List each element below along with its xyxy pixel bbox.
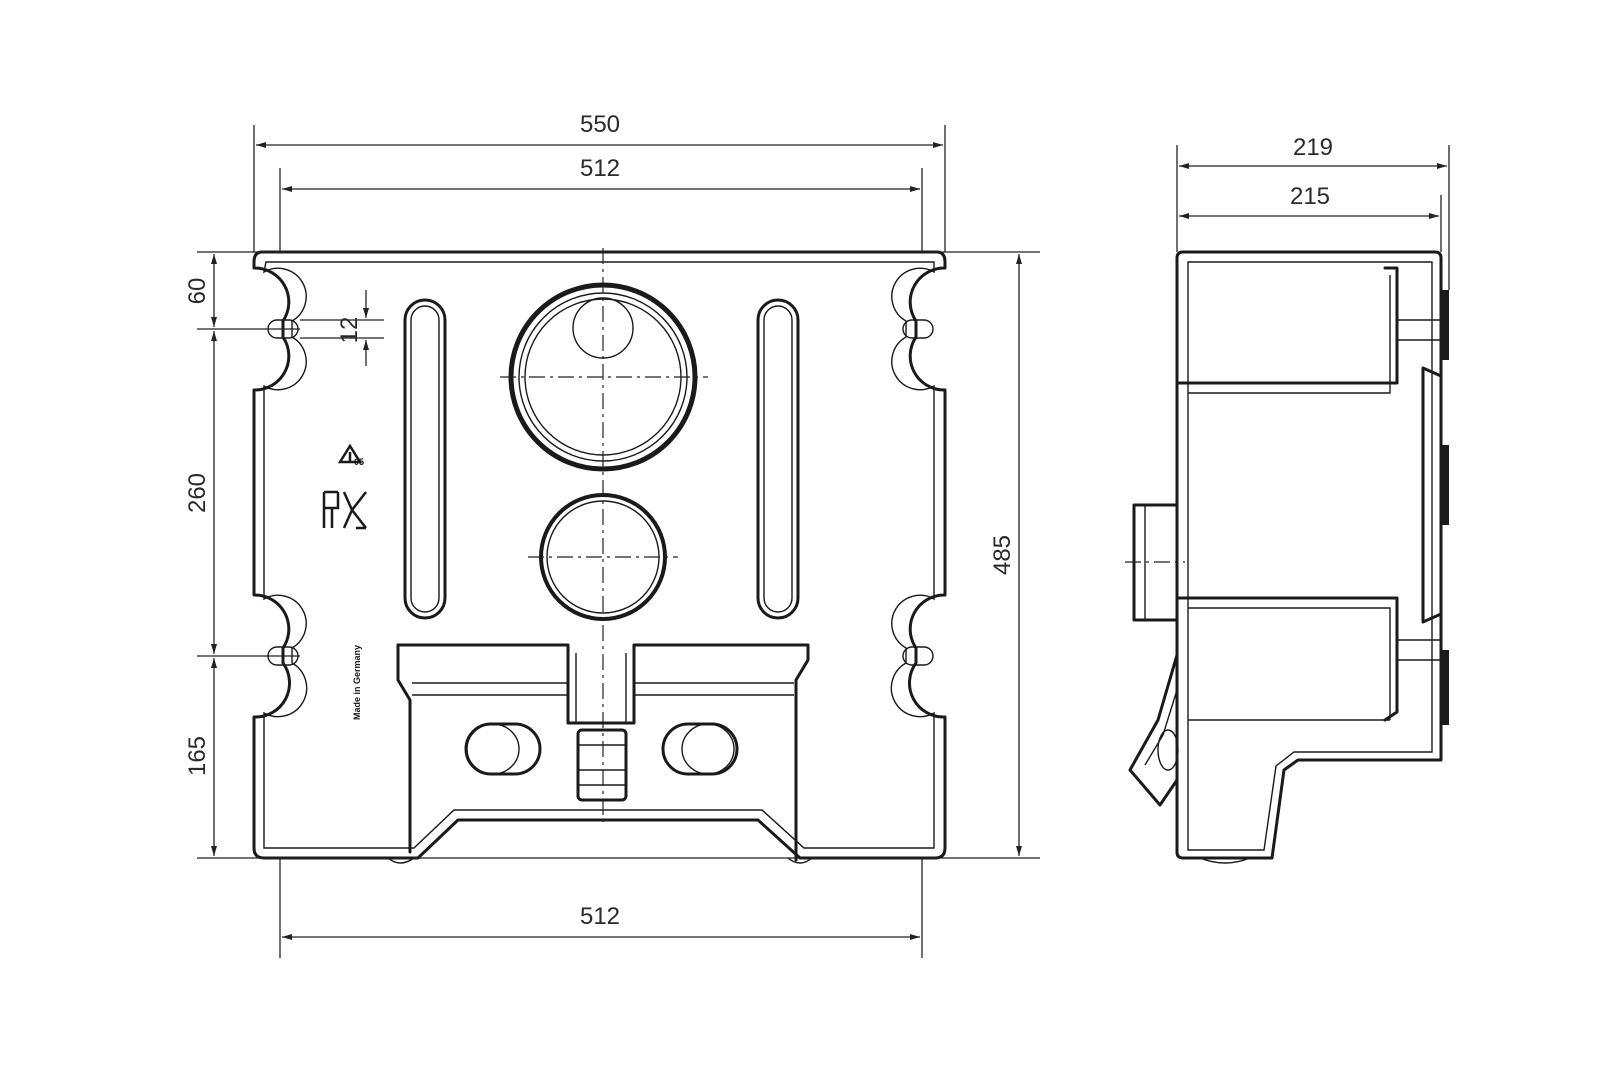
side-foot bbox=[1199, 857, 1251, 864]
groove-left bbox=[403, 298, 447, 620]
made-in-label: Made in Germany bbox=[352, 645, 362, 720]
plug-right bbox=[661, 722, 739, 776]
groove-right-inner bbox=[763, 305, 793, 613]
side-view: 219 215 bbox=[1125, 134, 1450, 864]
side-body-outline bbox=[1175, 250, 1443, 860]
plug-left bbox=[464, 722, 542, 776]
side-outlet bbox=[1128, 653, 1179, 807]
dim-overall-width: 550 bbox=[580, 111, 620, 138]
side-lower-recess bbox=[1175, 596, 1399, 722]
tank-inner-outline bbox=[263, 261, 935, 849]
rear-tab-top bbox=[1441, 290, 1449, 360]
side-upper-recess bbox=[1175, 266, 1399, 385]
side-lower-recess-2 bbox=[1188, 607, 1391, 720]
side-back-channel bbox=[1421, 366, 1443, 624]
side-outlet-cap bbox=[1157, 729, 1179, 771]
dim-lower-height: 165 bbox=[184, 736, 211, 776]
dim-overall-depth: 219 bbox=[1293, 134, 1333, 161]
dim-overall-height: 485 bbox=[989, 535, 1016, 575]
brand-logo-icon bbox=[322, 490, 367, 530]
lower-panel-left bbox=[396, 643, 412, 854]
dim-body-depth: 215 bbox=[1290, 183, 1330, 210]
dim-inner-width-bottom: 512 bbox=[580, 903, 620, 930]
tank-outline bbox=[252, 250, 947, 860]
foot-left bbox=[387, 857, 415, 864]
outlet-spout bbox=[576, 728, 628, 802]
slot-top-right bbox=[902, 319, 934, 339]
side-body-inner bbox=[1187, 261, 1433, 851]
rear-tab-middle bbox=[1441, 445, 1449, 525]
dim-inner-width-top: 512 bbox=[580, 155, 620, 182]
groove-right bbox=[756, 298, 800, 620]
svg-text:05: 05 bbox=[354, 457, 364, 467]
groove-left-inner bbox=[410, 305, 440, 613]
front-view: 05 Made in Germany 550 512 512 60 260 bbox=[184, 111, 1040, 958]
lower-panel bbox=[396, 643, 810, 862]
dim-slot-spacing: 260 bbox=[184, 473, 211, 513]
slot-bottom-right bbox=[902, 646, 934, 666]
foot-right bbox=[787, 857, 813, 864]
rear-tab-bottom bbox=[1441, 650, 1449, 725]
dim-slot-width: 12 bbox=[336, 317, 363, 344]
dim-first-slot-height: 60 bbox=[184, 278, 211, 305]
side-upper-recess-2 bbox=[1188, 275, 1391, 394]
recycle-icon: 05 bbox=[337, 443, 364, 467]
